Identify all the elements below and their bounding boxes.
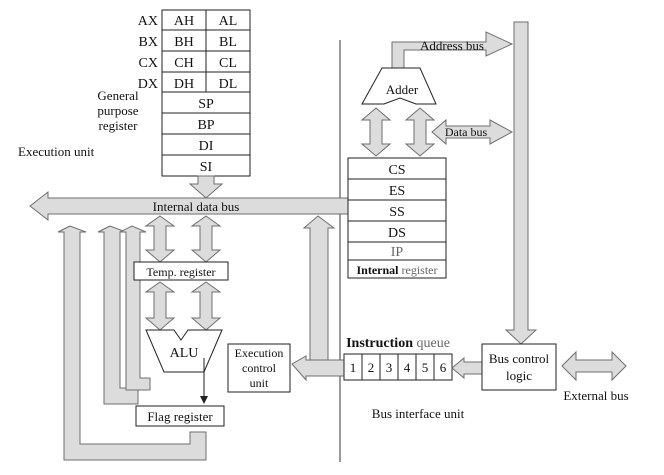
flag-feedback-arrow: [57, 225, 207, 461]
reg-cx: CX: [139, 56, 158, 71]
alu-feedback-arrow-inner: [119, 225, 151, 391]
gp-label-3: register: [99, 118, 139, 133]
queue-slot-5: 5: [422, 360, 429, 375]
alu-to-flag-arrowhead: [200, 396, 208, 404]
gp-label-2: purpose: [97, 103, 138, 118]
queue-slot-4: 4: [404, 360, 411, 375]
address-bus-arrow: [391, 31, 514, 81]
euc-label-1: Execution: [235, 346, 284, 360]
reg-bp: BP: [197, 118, 214, 133]
instruction-queue-label: Instruction queue: [346, 336, 450, 351]
euc-to-bus-arrow: [302, 215, 336, 361]
seg-ss: SS: [389, 205, 405, 220]
seg-ip: IP: [391, 245, 404, 260]
queue-slot-6: 6: [440, 360, 447, 375]
reg-di: DI: [199, 139, 214, 154]
execution-control-box: [227, 343, 291, 393]
bus-down-arrow: [504, 21, 538, 345]
gp-label-1: General: [97, 88, 139, 103]
reg-bl: BL: [219, 35, 237, 50]
adder-shape: [361, 67, 437, 105]
address-bus-label: Address bus: [420, 38, 484, 53]
reg-cl: CL: [219, 56, 237, 71]
alu-shape: [145, 329, 223, 373]
reg-bx: BX: [139, 35, 158, 50]
bus-control-to-queue-arrow: [451, 356, 483, 380]
segment-register-table: [347, 157, 447, 279]
reg-ch: CH: [174, 56, 193, 71]
bus-interface-unit-label: Bus interface unit: [372, 406, 465, 421]
internal-register-label: Internal register: [357, 263, 438, 277]
reg-al: AL: [219, 14, 238, 29]
seg-es: ES: [389, 184, 405, 199]
flag-register-box: [135, 405, 225, 427]
temp-register-label: Temp. register: [146, 265, 215, 279]
reg-dx: DX: [138, 77, 158, 92]
external-bus-label: External bus: [563, 388, 628, 403]
reg-ah: AH: [174, 14, 194, 29]
internal-data-bus-label: Internal data bus: [153, 199, 240, 214]
reg-bh: BH: [174, 35, 193, 50]
temp-register-box: [133, 261, 229, 281]
registers-to-bus-arrow: [188, 175, 224, 199]
reg-sp: SP: [198, 97, 214, 112]
adder-seg-arrow-right: [404, 107, 436, 157]
bus-temp-arrow-right: [190, 215, 222, 263]
queue-slot-2: 2: [368, 360, 375, 375]
adder-label: Adder: [386, 82, 419, 97]
instruction-queue-boxes: [343, 353, 453, 381]
queue-slot-1: 1: [350, 360, 357, 375]
bus-control-box: [481, 343, 557, 391]
external-bus-arrow: [561, 350, 627, 382]
seg-ds: DS: [388, 226, 406, 241]
bus-temp-arrow-left: [144, 215, 176, 263]
reg-dh: DH: [174, 77, 194, 92]
general-register-table: [161, 9, 251, 177]
euc-label-2: control: [242, 361, 277, 375]
alu-label: ALU: [170, 346, 199, 361]
adder-seg-arrow-left: [360, 107, 392, 157]
euc-label-3: unit: [250, 376, 269, 390]
bus-control-label-1: Bus control: [489, 351, 550, 366]
temp-alu-arrow-left: [144, 281, 176, 331]
execution-unit-label: Execution unit: [18, 144, 95, 159]
seg-cs: CS: [388, 163, 405, 178]
queue-to-control-arrow: [291, 355, 345, 382]
queue-slot-3: 3: [386, 360, 393, 375]
temp-alu-arrow-right: [190, 281, 222, 331]
data-bus-label: Data bus: [445, 125, 488, 139]
flag-register-label: Flag register: [147, 409, 213, 424]
reg-dl: DL: [219, 77, 238, 92]
reg-ax: AX: [138, 14, 158, 29]
data-bus-arrow: [431, 118, 514, 146]
reg-si: SI: [200, 160, 213, 175]
bus-control-label-2: logic: [506, 368, 532, 383]
